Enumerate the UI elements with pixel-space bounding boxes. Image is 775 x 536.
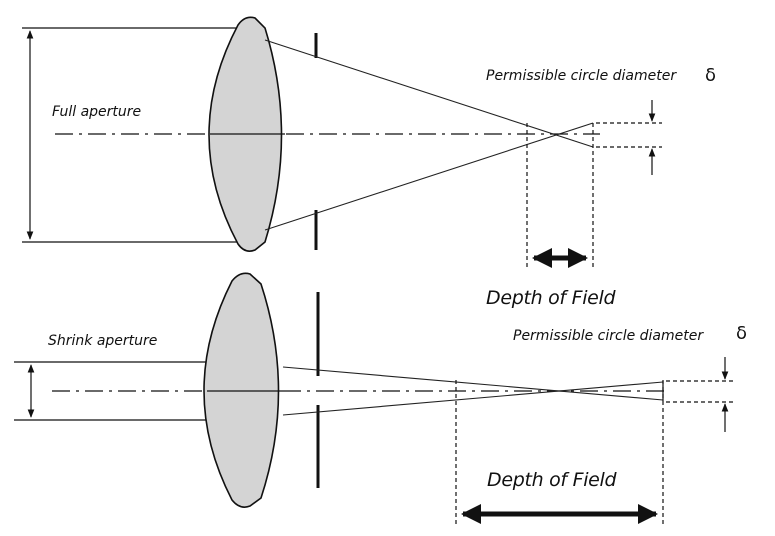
- shrink-aperture-dof-label: Depth of Field: [487, 469, 618, 491]
- full-aperture-lower-ray: [264, 122, 594, 231]
- full-aperture-circle-label: Permissible circle diameter: [486, 68, 677, 84]
- shrink-aperture-circle-label: Permissible circle diameter: [513, 328, 704, 344]
- shrink-aperture-upper-ray: [282, 366, 664, 401]
- shrink-aperture-delta-symbol: δ: [736, 323, 747, 344]
- full-aperture-label: Full aperture: [52, 104, 141, 120]
- full-aperture-upper-ray: [264, 39, 594, 148]
- shrink-aperture-lower-ray: [282, 381, 664, 416]
- shrink-aperture-panel: Shrink aperture Permissible circle diame…: [14, 272, 747, 524]
- full-aperture-dof-label: Depth of Field: [486, 287, 617, 309]
- shrink-aperture-label: Shrink aperture: [48, 333, 157, 349]
- full-aperture-delta-symbol: δ: [705, 65, 716, 86]
- shrink-aperture-lens: [203, 272, 280, 508]
- full-aperture-panel: Full aperture Permissible circle diamete…: [22, 16, 716, 309]
